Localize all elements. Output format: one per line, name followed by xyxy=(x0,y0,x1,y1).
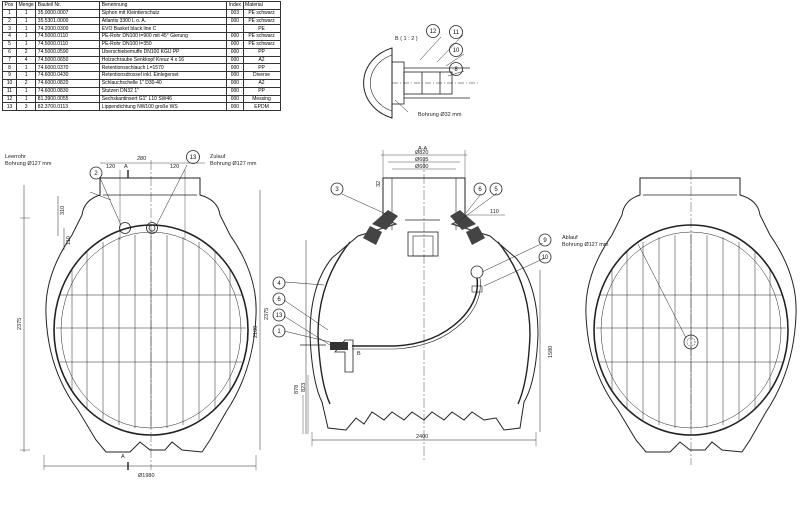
dim-878: 878 xyxy=(294,385,300,394)
balloon-8: 8 xyxy=(454,67,458,73)
detail-b-view xyxy=(363,47,478,119)
balloon-11: 11 xyxy=(453,30,460,36)
dim-605: Ø605 xyxy=(415,157,428,163)
dim-110-section: 110 xyxy=(490,209,499,215)
balloon-2: 2 xyxy=(94,171,98,177)
dim-top-120: 120 xyxy=(106,164,115,170)
dim-1980: Ø1980 xyxy=(138,473,155,479)
balloon-13: 13 xyxy=(190,155,197,161)
dim-top-120b: 120 xyxy=(170,164,179,170)
bom-cell-material: EPDM xyxy=(242,102,281,112)
section-title: A-A xyxy=(418,146,428,152)
dim-1580: 1580 xyxy=(548,346,554,358)
dim-2375-section: 2375 xyxy=(264,308,270,320)
cut-marker-bottom: A xyxy=(121,454,125,460)
bill-of-materials-table: Pos Menge Bauteil Nr. Benennung Index Ma… xyxy=(2,1,281,112)
leerrohr-bore-label: Bohrung Ø127 mm xyxy=(5,161,52,167)
dim-310: 310 xyxy=(60,206,66,215)
dim-820: Ø820 xyxy=(415,150,428,156)
zulauf-label: Zulauf xyxy=(210,154,226,160)
detail-ref-b: B xyxy=(357,351,361,357)
bom-header-row: Pos Menge Bauteil Nr. Benennung Index Ma… xyxy=(2,1,281,10)
dim-2400: 2400 xyxy=(416,434,428,440)
balloon-10: 10 xyxy=(453,48,460,54)
dim-823: 823 xyxy=(301,383,307,392)
zulauf-bore-label: Bohrung Ø127 mm xyxy=(210,161,257,167)
ablauf-label: Ablauf xyxy=(562,235,578,241)
leader-lines xyxy=(89,34,687,346)
balloon-12: 12 xyxy=(430,29,437,35)
right-side-view xyxy=(585,170,797,465)
bom-cell-qty: 3 xyxy=(15,102,37,112)
balloon-6: 6 xyxy=(277,297,281,303)
leerrohr-label: Leerrohr xyxy=(5,154,26,160)
balloon-1: 1 xyxy=(277,329,281,335)
balloon-9: 9 xyxy=(543,238,547,244)
detail-b-bore-label: Bohrung Ø32 mm xyxy=(418,112,462,118)
detail-b-title: B ( 1 : 2 ) xyxy=(395,36,418,42)
section-view-a-a xyxy=(300,150,541,462)
left-side-view xyxy=(20,160,261,470)
dim-32: 32 xyxy=(376,181,382,187)
dim-top-280: 280 xyxy=(137,156,146,162)
balloon-6-top: 6 xyxy=(478,187,482,193)
ablauf-bore-label: Bohrung Ø127 mm xyxy=(562,242,609,248)
bom-cell-index: 000 xyxy=(226,102,244,112)
balloon-3: 3 xyxy=(335,187,339,193)
balloon-10-right: 10 xyxy=(542,255,549,261)
balloons xyxy=(89,24,552,338)
dim-2375-left: 2375 xyxy=(17,318,23,330)
dim-2180: 2180 xyxy=(253,326,259,338)
balloon-13-left: 13 xyxy=(276,313,283,319)
dim-110: 110 xyxy=(66,236,72,245)
dim-600: Ø600 xyxy=(415,164,428,170)
balloon-5: 5 xyxy=(494,187,498,193)
cut-marker-top: A xyxy=(124,164,128,170)
balloon-4: 4 xyxy=(277,281,281,287)
